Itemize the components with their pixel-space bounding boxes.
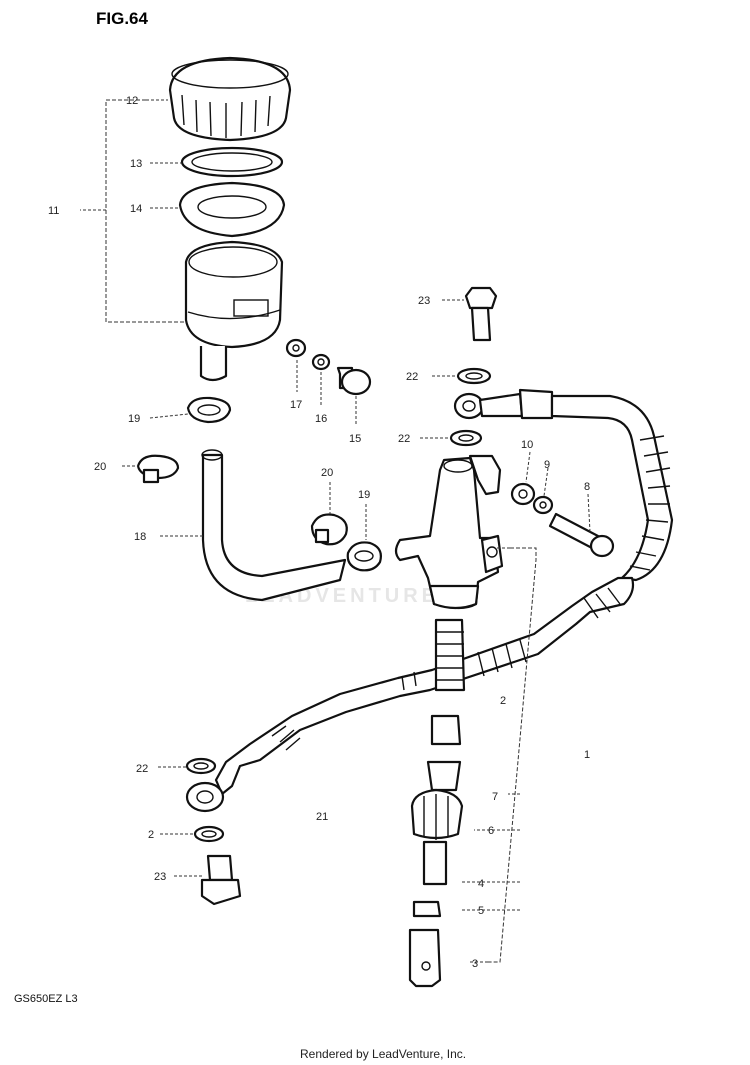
callout-11: 11 — [48, 205, 59, 217]
callout-17: 17 — [290, 399, 302, 411]
callout-23-lower: 23 — [154, 871, 166, 883]
bolt-15 — [336, 366, 372, 396]
callout-23: 23 — [418, 295, 430, 307]
reservoir-tank — [184, 240, 284, 382]
lower-bolt — [200, 854, 242, 906]
washer-2-lower — [193, 825, 225, 843]
callout-10: 10 — [521, 439, 533, 451]
washer-10 — [510, 482, 536, 506]
callout-8: 8 — [584, 481, 590, 493]
figure-title: FIG.64 — [96, 9, 149, 28]
callout-14: 14 — [130, 203, 142, 215]
callout-2-lower: 2 — [148, 829, 154, 841]
lower-banjo — [185, 781, 225, 813]
hose-clamp-lower — [346, 541, 382, 572]
bolt-8 — [548, 512, 615, 558]
reservoir-cap — [168, 56, 292, 142]
callout-7: 7 — [492, 791, 498, 803]
piston-6 — [410, 788, 464, 840]
callout-13: 13 — [130, 158, 142, 170]
piston-7 — [426, 760, 462, 792]
lower-brake-hose — [214, 576, 635, 796]
callout-12: 12 — [126, 95, 138, 107]
washer-22-top — [456, 367, 492, 385]
hose-clamp-upper — [186, 396, 232, 424]
callout-19-center: 19 — [358, 489, 370, 501]
piston-cup — [430, 714, 462, 746]
callout-15: 15 — [349, 433, 361, 445]
boot-5 — [412, 900, 442, 918]
callout-20-center: 20 — [321, 467, 333, 479]
callout-1: 1 — [584, 749, 590, 761]
callout-18: 18 — [134, 531, 146, 543]
callout-labels: 12 13 14 11 23 22 22 17 16 15 19 20 18 2… — [48, 95, 590, 970]
reservoir-hose — [201, 449, 347, 602]
callout-2-upper: 2 — [500, 695, 506, 707]
group-bracket-11 — [105, 99, 184, 323]
pushrod-4 — [422, 840, 448, 886]
reservoir-plate — [180, 146, 284, 178]
callout-21: 21 — [316, 811, 328, 823]
callout-9: 9 — [544, 459, 550, 471]
hose-clip-left — [136, 454, 180, 484]
master-cylinder-body — [394, 454, 504, 610]
callout-22-upper: 22 — [406, 371, 418, 383]
upper-brake-hose — [453, 388, 674, 582]
callout-16: 16 — [315, 413, 327, 425]
washer-9 — [532, 495, 554, 515]
callout-20-left: 20 — [94, 461, 106, 473]
callout-6: 6 — [488, 825, 494, 837]
clevis-3 — [408, 928, 442, 988]
washer-17 — [285, 338, 307, 358]
piston-spring — [434, 618, 466, 692]
footer-credit: Rendered by LeadVenture, Inc. — [300, 1047, 466, 1061]
callout-5: 5 — [478, 905, 484, 917]
washer-22-lower — [185, 757, 217, 775]
model-code: GS650EZ L3 — [14, 993, 78, 1005]
callout-22-middle: 22 — [398, 433, 410, 445]
callout-4: 4 — [478, 878, 484, 890]
group-bracket-1 — [488, 547, 537, 963]
reservoir-diaphragm — [178, 181, 286, 238]
callout-3: 3 — [472, 958, 478, 970]
washer-16 — [311, 353, 331, 371]
washer-22-mid — [449, 429, 483, 447]
callout-22-lower: 22 — [136, 763, 148, 775]
hose-clip-center — [310, 513, 348, 546]
callout-19-upper: 19 — [128, 413, 140, 425]
banjo-bolt-23 — [464, 286, 498, 342]
